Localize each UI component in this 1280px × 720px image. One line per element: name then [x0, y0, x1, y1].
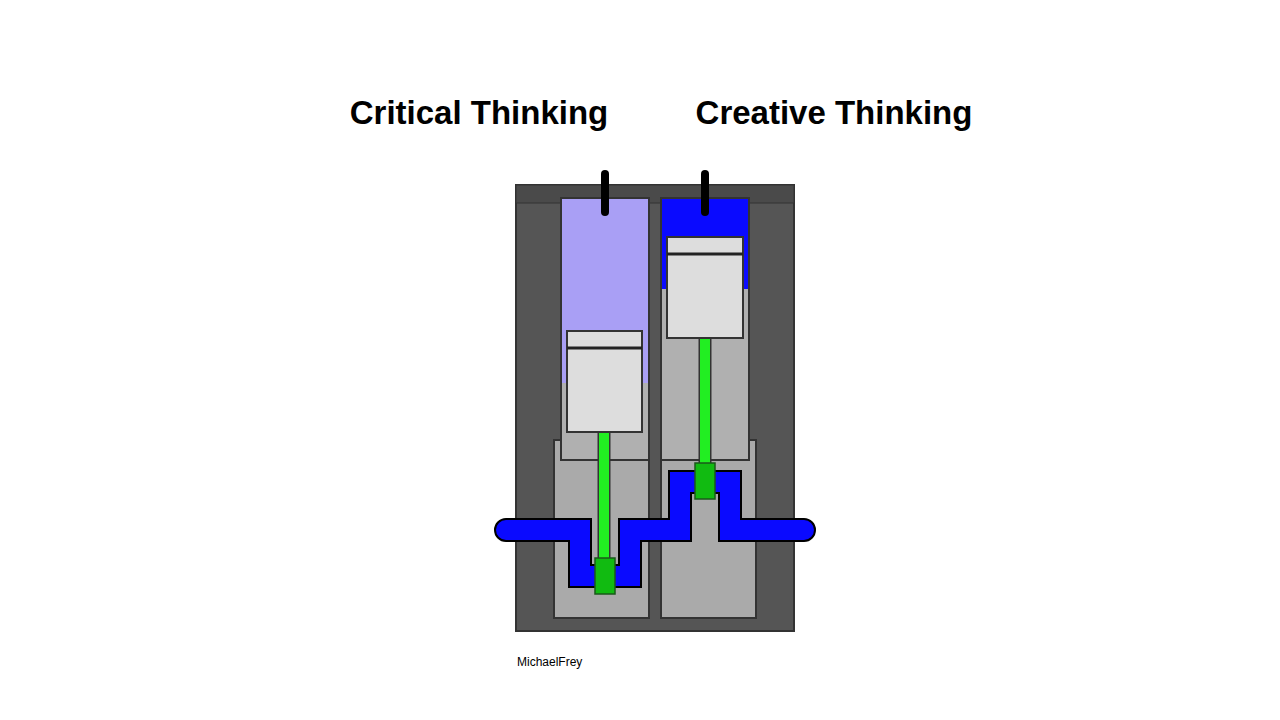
rod-outline-right: [699, 336, 712, 480]
piston-right: [667, 237, 743, 338]
piston-left: [567, 331, 642, 432]
cylinder-left: [561, 198, 649, 460]
watermark: MichaelFrey: [517, 655, 582, 669]
heading-label: Critical Thinking: [350, 94, 609, 132]
engine-housing: [516, 185, 794, 631]
crankshaft: [506, 482, 804, 576]
heading-label: Creative Thinking: [696, 94, 973, 132]
rod-outline-left: [598, 430, 611, 574]
piston-ring-left: [567, 347, 642, 350]
piston-ring-right: [667, 253, 743, 256]
connecting-rod-right: [700, 336, 710, 480]
connecting-rod-left: [599, 430, 609, 574]
cylinder-head: [516, 185, 794, 203]
crankshaft-outline: [506, 482, 804, 576]
crank-pin-left: [595, 558, 615, 594]
spark-plug-left: [601, 174, 609, 212]
spark-plug-right: [701, 174, 709, 212]
crank-pin-right: [695, 463, 715, 499]
